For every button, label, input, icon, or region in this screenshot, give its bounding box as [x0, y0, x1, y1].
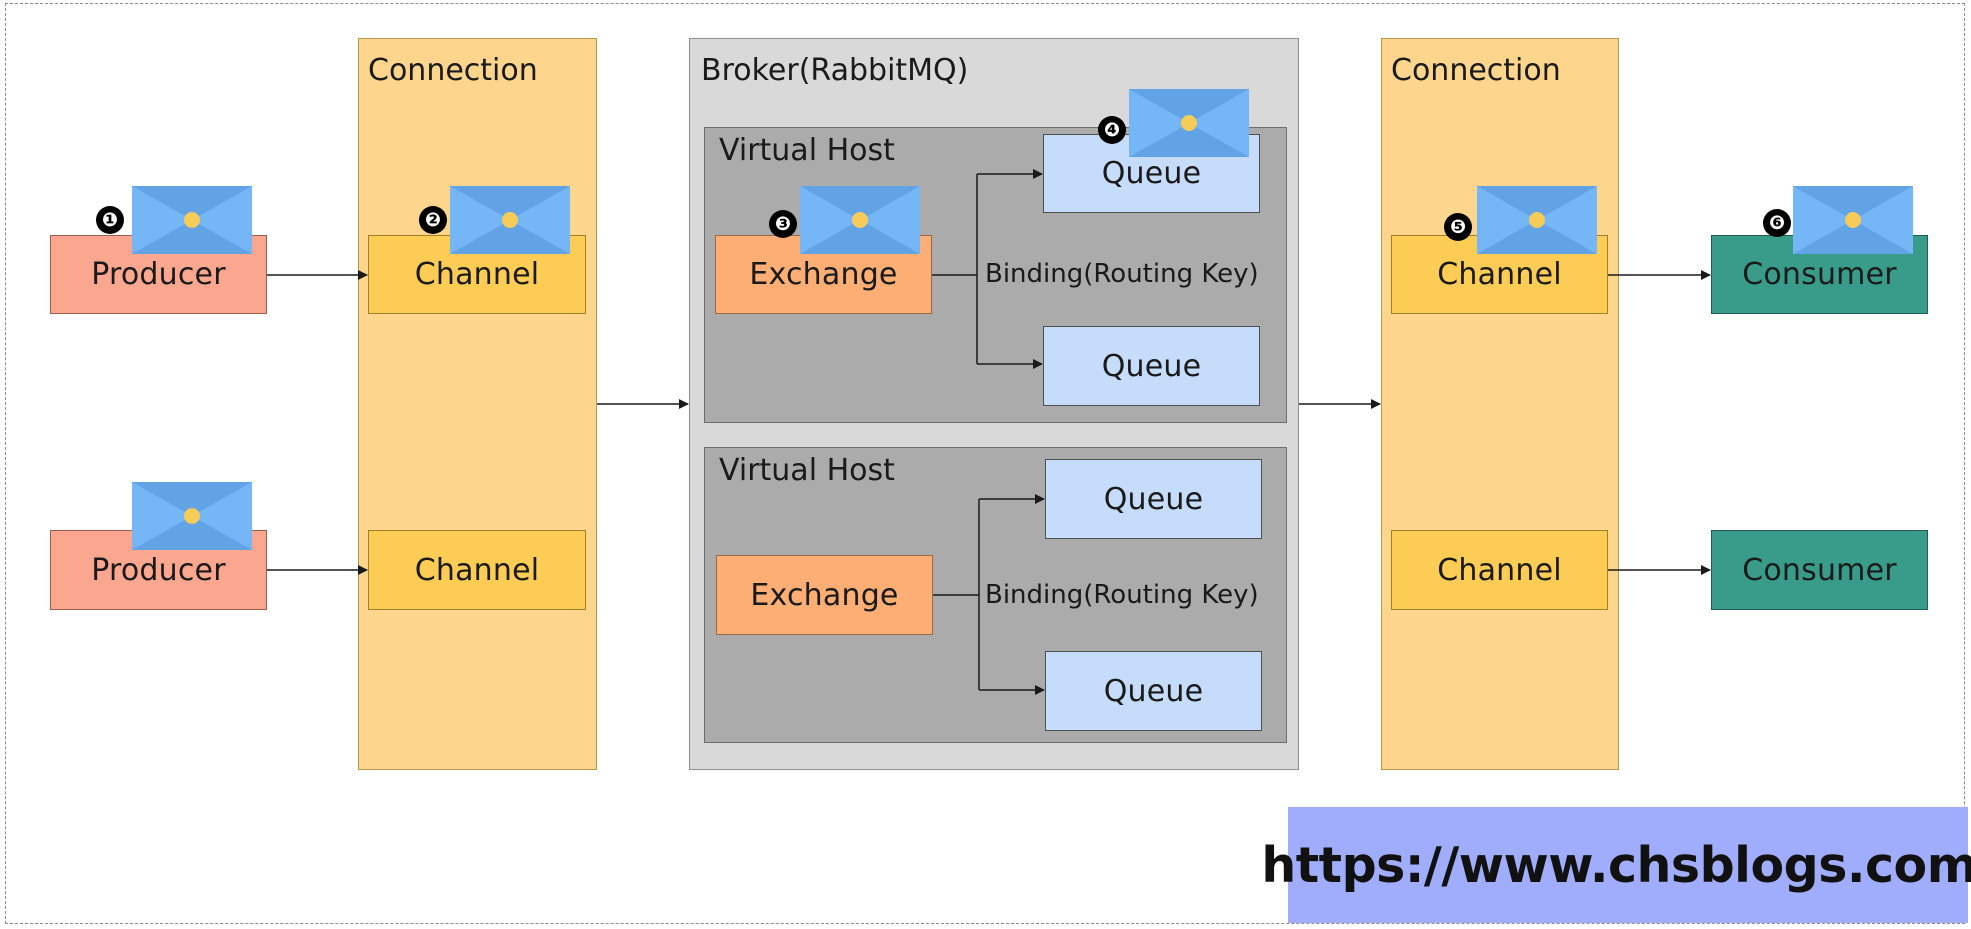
step-6-badge: ❻ [1763, 209, 1791, 237]
exchange-2: Exchange [716, 555, 933, 635]
producer-connection-title: Connection [368, 53, 538, 88]
diagram-border [5, 3, 1965, 924]
consumer-connection: Connection [1381, 38, 1619, 770]
consumer-connection-title: Connection [1391, 53, 1561, 88]
message-envelope-icon [1129, 89, 1249, 157]
step-2-badge: ❷ [419, 206, 447, 234]
step-4-badge: ❹ [1098, 116, 1126, 144]
message-envelope-icon [450, 186, 570, 254]
producer-connection: Connection [358, 38, 597, 770]
url-banner: https://www.chsblogs.com/ [1261, 807, 1971, 923]
message-envelope-icon [132, 482, 252, 550]
queue-2: Queue [1043, 326, 1260, 406]
message-envelope-icon [132, 186, 252, 254]
consumer-channel-2: Channel [1391, 530, 1608, 610]
producer-channel-2: Channel [368, 530, 586, 610]
step-5-badge: ❺ [1444, 213, 1472, 241]
virtual-host-1-title: Virtual Host [719, 133, 895, 168]
virtual-host-2-title: Virtual Host [719, 453, 895, 488]
step-1-badge: ❶ [96, 206, 124, 234]
binding-label-2: Binding(Routing Key) [985, 580, 1259, 610]
message-envelope-icon [1793, 186, 1913, 254]
queue-4: Queue [1045, 651, 1262, 731]
consumer-2: Consumer [1711, 530, 1928, 610]
step-3-badge: ❸ [769, 210, 797, 238]
binding-label-1: Binding(Routing Key) [985, 259, 1259, 289]
broker-title: Broker(RabbitMQ) [701, 53, 969, 88]
message-envelope-icon [800, 186, 920, 254]
queue-3: Queue [1045, 459, 1262, 539]
message-envelope-icon [1477, 186, 1597, 254]
